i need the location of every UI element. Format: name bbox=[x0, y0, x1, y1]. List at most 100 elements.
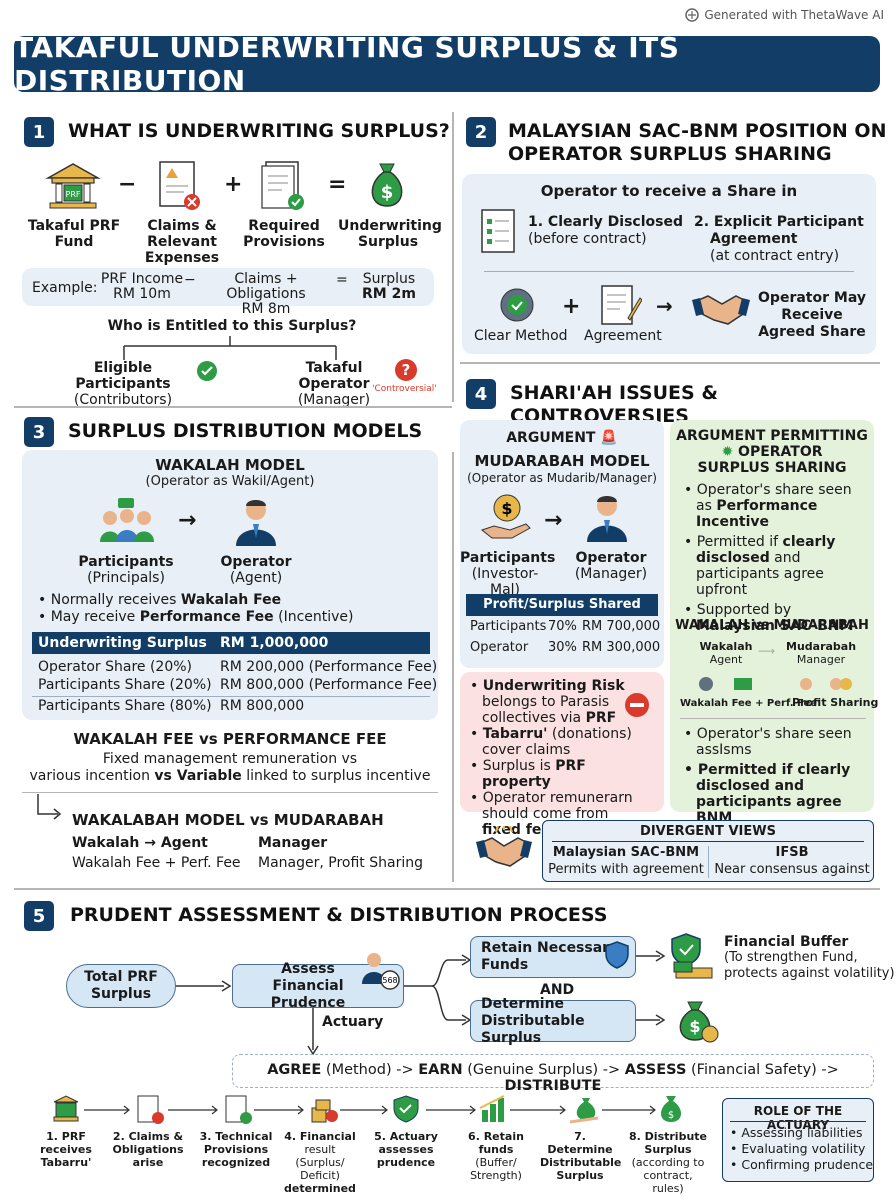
fee-line-1: Fixed management remuneration vs bbox=[102, 751, 358, 767]
example-minus: − bbox=[184, 272, 196, 288]
section-1-number: 1 bbox=[24, 117, 54, 147]
participants-principals: Participants(Principals) bbox=[78, 554, 174, 586]
step-7-hand-bag-icon bbox=[569, 1098, 599, 1124]
no-entry-icon bbox=[625, 693, 649, 717]
cmp-manager: Manager bbox=[258, 835, 328, 851]
step-2: 2. Claims & Obligations arise bbox=[112, 1130, 184, 1169]
agreement-label: Agreement bbox=[584, 328, 662, 344]
handshake-icon-2 bbox=[476, 826, 532, 867]
example-label: Example: bbox=[32, 280, 98, 296]
step-7: 7. Determine Distributable Surplus bbox=[540, 1130, 622, 1182]
mud-row-0-pct: 70% bbox=[548, 619, 577, 634]
hand-coin-icon: $ bbox=[480, 494, 531, 539]
svg-text:PRF: PRF bbox=[66, 190, 81, 199]
wm-mudarabah-icons bbox=[800, 678, 852, 690]
cmp-profit-sharing: Manager, Profit Sharing bbox=[258, 855, 423, 871]
svg-text:?: ? bbox=[402, 361, 411, 379]
entitlement-branch-lines bbox=[123, 336, 337, 360]
dv-separator bbox=[708, 846, 709, 878]
watermark: Generated with ThetaWave AI bbox=[685, 8, 884, 22]
step-3-provisions-icon bbox=[225, 1095, 252, 1124]
svg-text:$: $ bbox=[501, 499, 512, 518]
plus-operator: + bbox=[224, 172, 243, 197]
clearly-disclosed: 1. Clearly Disclosed(before contract) bbox=[528, 214, 683, 247]
table-row-2-value: RM 800,000 (Performance Fee) bbox=[220, 677, 438, 693]
fee-divider bbox=[22, 792, 438, 793]
section-3-title: SURPLUS DISTRIBUTION MODELS bbox=[68, 420, 423, 442]
plus-sign: + bbox=[562, 294, 581, 319]
step-5-shield-icon bbox=[393, 1095, 419, 1123]
sac-divider bbox=[484, 271, 854, 272]
permitting-bullets-2: • Operator's share seen assIsms • Permit… bbox=[684, 726, 852, 826]
wakalah-panel bbox=[22, 450, 438, 720]
mud-row-1-label: Operator bbox=[470, 640, 529, 655]
example-panel bbox=[22, 268, 434, 306]
return-arrow-icon bbox=[37, 794, 62, 820]
wm-wakalah-fee: Wakalah Fee + Perf. Fee bbox=[680, 698, 818, 709]
money-bag-icon: $ bbox=[371, 163, 403, 207]
divider-s5 bbox=[14, 888, 880, 890]
branch-arrows bbox=[404, 954, 472, 1026]
mud-row-0-label: Participants bbox=[470, 619, 547, 634]
step-5: 5. Actuary assesses prudence bbox=[374, 1130, 438, 1169]
equals-operator: = bbox=[328, 172, 347, 197]
clear-method-label: Clear Method bbox=[474, 328, 568, 344]
money-bag-coins-icon: $ bbox=[679, 1001, 719, 1043]
green-gear-icon: ✹ bbox=[721, 444, 734, 460]
example-equals: = bbox=[336, 272, 348, 288]
gear-check-icon bbox=[500, 288, 534, 322]
mudarabah-model-title: MUDARABAH MODEL bbox=[474, 452, 650, 470]
profit-shared-header: Profit/Surplus Shared bbox=[466, 594, 658, 616]
wm-profit-sharing: Profit Sharing bbox=[792, 696, 879, 709]
controversial-note: 'Controversial' bbox=[372, 384, 437, 394]
wakalah-bullets: • Normally receives Wakalah Fee • May re… bbox=[38, 592, 354, 625]
checklist-icon bbox=[481, 209, 515, 253]
operator-agent: Operator(Agent) bbox=[220, 554, 292, 586]
shield-icon bbox=[605, 941, 629, 969]
mud-row-1-value: RM 300,000 bbox=[582, 640, 661, 655]
entitlement-question: Who is Entitled to this Surplus? bbox=[107, 318, 357, 334]
section-2-number: 2 bbox=[466, 117, 496, 147]
provisions-document-icon bbox=[261, 161, 304, 210]
table-row-3-label: Participants Share (80%) bbox=[38, 698, 212, 714]
svg-text:568: 568 bbox=[382, 976, 397, 985]
step-6: 6. Retain funds(Buffer/ Strength) bbox=[468, 1130, 524, 1182]
flow-text: AGREE (Method) -> EARN (Genuine Surplus)… bbox=[267, 1062, 839, 1094]
buffer-shield-money-icon bbox=[671, 933, 713, 979]
alarm-icon: 🚨 bbox=[600, 430, 618, 446]
role-rule bbox=[730, 1121, 866, 1122]
arrow-to-assess bbox=[176, 980, 232, 992]
operator-manager-icon bbox=[587, 496, 627, 542]
flow-banner bbox=[232, 1054, 874, 1088]
wm-arrow-icon: ⟶ bbox=[758, 644, 776, 658]
permitting-bullets: • Operator's share seen as Performance I… bbox=[684, 482, 854, 634]
table-row-3-value: RM 800,000 bbox=[220, 698, 305, 714]
mudarabah-panel bbox=[460, 420, 664, 668]
role-list: • Assessing liabilities • Evaluating vol… bbox=[730, 1125, 874, 1172]
section-5-title: PRUDENT ASSESSMENT & DISTRIBUTION PROCES… bbox=[70, 904, 608, 926]
takaful-operator: Takaful Operator(Manager) bbox=[297, 360, 371, 408]
section-divider-vertical bbox=[452, 112, 454, 402]
table-rule bbox=[32, 696, 430, 697]
cmp-wakalah-agent: Wakalah → Agent bbox=[72, 835, 208, 851]
check-icon bbox=[197, 361, 217, 381]
arrow-down-actuary bbox=[307, 1008, 319, 1056]
operator-agent-icon bbox=[236, 500, 276, 546]
handshake-icon bbox=[692, 295, 750, 325]
table-row-1-label: Operator Share (20%) bbox=[38, 659, 193, 675]
participants-investor: Participants(Investor-Mal) bbox=[460, 550, 556, 598]
sac-bnm-panel bbox=[462, 174, 876, 354]
